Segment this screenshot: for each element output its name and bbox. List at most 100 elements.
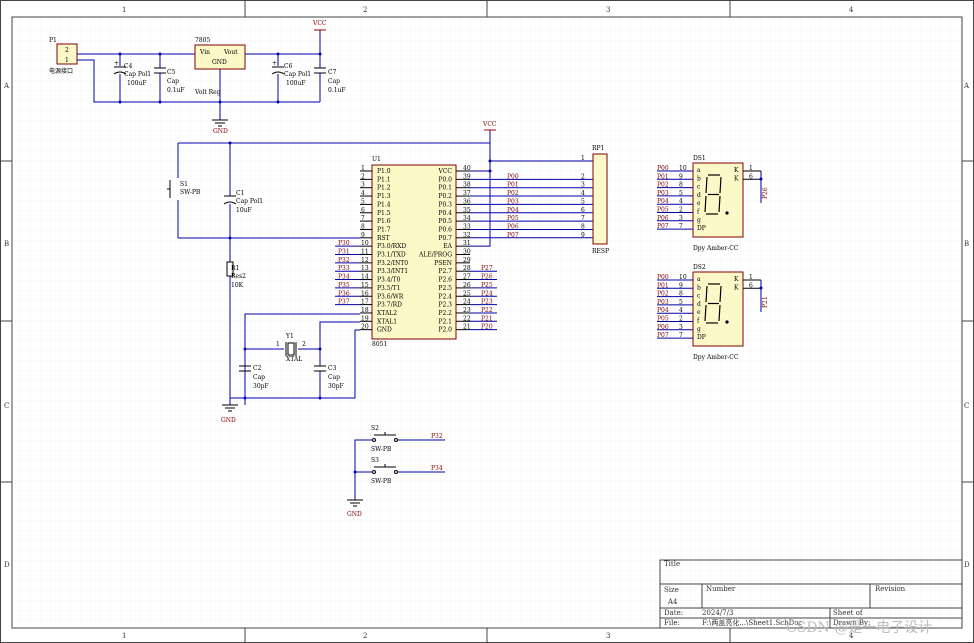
c2-value: 30pF bbox=[253, 383, 269, 390]
col-label-1-bottom: 1 bbox=[122, 632, 126, 640]
ds1-seg-pin: 2 bbox=[679, 207, 683, 214]
u1-net-label-right: P07 bbox=[507, 232, 519, 239]
u1-net-label-right: P04 bbox=[507, 207, 519, 214]
u1-pin-name-left: P1.0 bbox=[377, 168, 391, 175]
ds1-seg-net: P01 bbox=[657, 173, 669, 180]
u1-net-label-left: P30 bbox=[338, 240, 350, 247]
ds2-seg-pin: 7 bbox=[679, 332, 683, 339]
ds1-common-net: P26 bbox=[762, 187, 769, 199]
c4-value: 100uF bbox=[127, 80, 146, 87]
s1-pushbutton[interactable] bbox=[167, 180, 171, 198]
ds2-segment-mark bbox=[705, 285, 708, 303]
ds2-k-name: K bbox=[734, 284, 739, 291]
rp1-pin-num: 6 bbox=[581, 207, 585, 214]
c7-capacitor[interactable] bbox=[314, 67, 326, 74]
col-label-2-bottom: 2 bbox=[363, 632, 367, 640]
tb-sheet-label: Sheet of bbox=[833, 609, 864, 617]
u1-pin-num-right: 30 bbox=[463, 249, 471, 256]
ds1-seg-pin: 10 bbox=[679, 165, 687, 172]
ds2-junction bbox=[759, 286, 763, 290]
p1-pin-2: 2 bbox=[65, 47, 69, 54]
tb-size-label: Size bbox=[664, 586, 679, 594]
rp1-body[interactable] bbox=[592, 153, 608, 245]
u1-pin-num-right: 37 bbox=[463, 190, 471, 197]
u1-body[interactable] bbox=[371, 164, 457, 340]
u1-pin-num-left: 4 bbox=[361, 190, 365, 197]
c3-capacitor[interactable] bbox=[314, 365, 326, 372]
s3-ref: S3 bbox=[371, 457, 379, 464]
s2-ref: S2 bbox=[371, 425, 379, 432]
c5-capacitor[interactable] bbox=[154, 67, 166, 74]
p1-pin-1: 1 bbox=[65, 57, 69, 64]
ds1-seg-name: f bbox=[697, 209, 700, 216]
u1-net-label-right: P26 bbox=[481, 274, 493, 281]
ds2-seg-net: P04 bbox=[657, 307, 669, 314]
y1-type: XTAL bbox=[286, 356, 302, 363]
u1-pin-num-right: 40 bbox=[463, 165, 471, 172]
s3-pushbutton[interactable] bbox=[372, 464, 398, 474]
svg-text:+: + bbox=[114, 60, 119, 67]
u1-pin-name-left: P1.5 bbox=[377, 210, 391, 217]
ds1-seg-net: P02 bbox=[657, 182, 669, 189]
c6-capacitor[interactable]: + bbox=[271, 60, 285, 75]
c3-value: 30pF bbox=[328, 383, 344, 390]
key-buttons: S2 SW-PB P32 S3 SW-PB P34 GND bbox=[347, 425, 445, 518]
c2-ref: C2 bbox=[253, 365, 262, 372]
u1-pin-name-left: P3.3/INT1 bbox=[377, 268, 408, 275]
col-label-3: 3 bbox=[606, 6, 610, 14]
y1-crystal[interactable] bbox=[285, 342, 297, 356]
u1-pin-name-left: P1.4 bbox=[377, 201, 391, 208]
tb-size: A4 bbox=[667, 598, 678, 606]
y1-pin1: 1 bbox=[276, 341, 280, 348]
u1-net-label-left: P35 bbox=[338, 282, 350, 289]
rp1-pin-num: 1 bbox=[581, 155, 585, 162]
r1-resistor[interactable] bbox=[226, 261, 234, 277]
u1-net-label-left: P31 bbox=[338, 249, 350, 256]
s2-type: SW-PB bbox=[371, 446, 392, 453]
ds2-seg-name: g bbox=[697, 326, 701, 333]
regulator-7805[interactable] bbox=[194, 44, 246, 70]
row-label-d: D bbox=[4, 561, 10, 569]
ds2-segment-mark bbox=[719, 285, 722, 303]
reg-label: Volt Reg bbox=[194, 89, 221, 96]
col-label-2: 2 bbox=[363, 6, 367, 14]
ds2-seg-pin: 9 bbox=[679, 282, 683, 289]
u1-net-label-right: P03 bbox=[507, 198, 519, 205]
ds1-seg-name: b bbox=[697, 175, 701, 182]
u1-pin-num-left: 9 bbox=[361, 232, 365, 239]
u1-pin-name-right: P0.6 bbox=[438, 226, 452, 233]
s2-pushbutton[interactable] bbox=[372, 432, 398, 442]
ds1-k-name: K bbox=[734, 167, 739, 174]
ds1-seg-name: a bbox=[697, 167, 701, 174]
u1-net-label-left: P33 bbox=[338, 265, 350, 272]
u1-pin-name-left: P3.5/T1 bbox=[377, 285, 400, 292]
vcc-symbol-top: VCC bbox=[312, 20, 327, 31]
u1-pin-num-left: 5 bbox=[361, 198, 365, 205]
rp1-pin-num: 9 bbox=[581, 232, 585, 239]
c1-value: 10uF bbox=[236, 207, 252, 214]
row-label-c-right: C bbox=[964, 402, 969, 410]
r1-type: Res2 bbox=[231, 273, 246, 280]
u1-pin-num-left: 8 bbox=[361, 223, 365, 230]
tb-file: F:\两盖亮化...\Sheet1.SchDoc bbox=[702, 618, 802, 627]
ds2-seg-name: c bbox=[697, 293, 701, 300]
ds1-seg-pin: 3 bbox=[679, 215, 683, 222]
u1-pin-name-right: VCC bbox=[437, 168, 452, 175]
u1-pin-name-right: P2.1 bbox=[438, 318, 452, 325]
c4-ref: C4 bbox=[124, 63, 133, 70]
u1-pin-name-left: GND bbox=[377, 327, 392, 334]
c2-capacitor[interactable] bbox=[239, 365, 251, 372]
c1-capacitor[interactable] bbox=[223, 195, 237, 205]
u1-pin-num-right: 34 bbox=[463, 215, 471, 222]
ds2-seg-name: a bbox=[697, 276, 701, 283]
u1-net-label-right: P02 bbox=[507, 190, 519, 197]
c4-capacitor[interactable]: + bbox=[113, 60, 127, 75]
u1-pin-num-left: 14 bbox=[361, 274, 369, 281]
u1-pin-num-right: 39 bbox=[463, 173, 471, 180]
ds2-seg-net: P02 bbox=[657, 291, 669, 298]
u1-pin-num-left: 20 bbox=[361, 324, 369, 331]
ds1-segment-mark bbox=[704, 195, 707, 213]
u1-pin-num-left: 13 bbox=[361, 265, 369, 272]
ds1-segment-mark bbox=[719, 176, 722, 194]
